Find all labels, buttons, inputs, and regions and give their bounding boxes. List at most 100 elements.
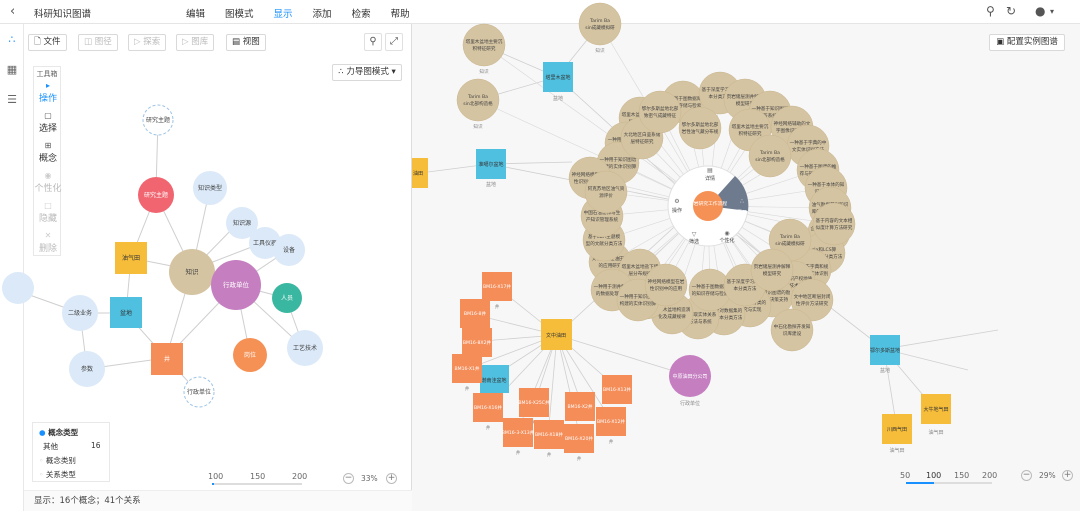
force-layout-dropdown[interactable]: ∴ 力导图模式 ▾ xyxy=(332,64,402,81)
menu-graph-mode[interactable]: 图模式 xyxy=(225,9,254,20)
view-button[interactable]: ▤ 视图 xyxy=(226,34,266,51)
node-business[interactable]: 二级业务 xyxy=(62,295,98,331)
node-well[interactable]: 井 xyxy=(151,343,183,375)
node-partial-left[interactable] xyxy=(2,272,34,304)
node-sichuan-basin[interactable]: 渤南洼盆地 xyxy=(480,365,509,393)
concept-icon: ⊞ xyxy=(44,141,52,150)
node-research-topic-2[interactable]: 研究主题 xyxy=(138,177,174,213)
node-research-topic[interactable]: 研究主题 xyxy=(142,104,174,136)
tool-select[interactable]: ▢选择 xyxy=(34,111,62,134)
well-node[interactable]: BM16-8X2井井 xyxy=(462,328,492,366)
context-item-personalize[interactable]: ◉个性化 xyxy=(719,230,734,244)
right-zoom-out-button[interactable]: − xyxy=(1021,470,1032,481)
right-zoom-in-button[interactable]: + xyxy=(1062,470,1073,481)
left-zoom-in-button[interactable]: + xyxy=(386,473,397,484)
node-tech[interactable]: 工艺技术 xyxy=(287,330,323,366)
node-param[interactable]: 参数 xyxy=(69,351,105,387)
file-button[interactable]: 🗋 文件 xyxy=(28,34,67,51)
well-node[interactable]: BM16-8井井 xyxy=(460,299,490,337)
chevron-down-icon[interactable]: ▾ xyxy=(1050,7,1055,16)
tool-hide[interactable]: □隐藏 xyxy=(34,201,62,224)
node-org[interactable]: 行政单位 xyxy=(211,260,261,310)
legend-row-relation-type[interactable]: ◦ 关系类型 xyxy=(39,469,76,480)
context-item-expand[interactable]: ∴展开 xyxy=(737,198,747,216)
node-basin[interactable]: 盆地 xyxy=(110,297,142,328)
tool-personalize[interactable]: ◉个性化 xyxy=(34,171,62,194)
knowledge-node-label-2: 型的文献分类方法 xyxy=(586,240,623,247)
node-knowledge-source[interactable]: 知识源 xyxy=(226,207,258,239)
tool-operate[interactable]: ▸操作 xyxy=(34,81,62,104)
context-item-details[interactable]: ▤详情 xyxy=(705,167,715,182)
left-scale-slider[interactable] xyxy=(212,483,302,485)
node-oilfield-small[interactable]: 油田 xyxy=(412,158,428,188)
menu-help[interactable]: 帮助 xyxy=(390,9,410,20)
menu-edit[interactable]: 编辑 xyxy=(186,9,206,20)
config-instance-graph-button[interactable]: ▣ 配置实例图谱 xyxy=(989,34,1065,51)
graph-lib-button[interactable]: ▷ 图库 xyxy=(176,34,215,51)
node-knowledge[interactable]: 知识 xyxy=(169,249,215,295)
analysis-nav-icon[interactable]: ☰ xyxy=(7,93,17,106)
tool-delete[interactable]: ✕删除 xyxy=(34,231,62,254)
back-icon[interactable]: ‹ xyxy=(10,4,16,19)
tool-concept[interactable]: ⊞概念 xyxy=(34,141,62,164)
well-node-label: BM16-8X2井 xyxy=(463,339,492,346)
legend-row-concept-category[interactable]: ◦ 概念类别 xyxy=(39,455,76,466)
graph-nav-icon[interactable]: ∴ xyxy=(8,33,16,46)
user-avatar-icon[interactable]: ● xyxy=(1035,4,1046,18)
left-zoom-out-button[interactable]: − xyxy=(343,473,354,484)
node-knowledge-type[interactable]: 知识类型 xyxy=(193,171,227,205)
right-scale-50: 50 xyxy=(900,471,911,480)
search-icon[interactable]: ⚲ xyxy=(986,4,995,18)
menu-display[interactable]: 显示 xyxy=(273,9,293,20)
context-item-filter[interactable]: ▽筛选 xyxy=(689,231,699,245)
right-scale-slider[interactable] xyxy=(906,482,992,484)
table-nav-icon[interactable]: ▦ xyxy=(6,63,18,76)
left-scale-200: 200 xyxy=(292,472,308,481)
node-wenzhong-field[interactable]: 文中油田 xyxy=(541,319,572,350)
menu-add[interactable]: 添加 xyxy=(312,9,332,20)
path-button[interactable]: ◫ 图径 xyxy=(78,34,118,51)
node-instrument[interactable]: 工具仪器 xyxy=(249,227,281,259)
node-person[interactable]: 人员 xyxy=(272,283,302,313)
context-center-node[interactable] xyxy=(693,191,723,221)
node-oilgas-field[interactable]: 油气田 xyxy=(115,242,147,274)
node-org-2[interactable]: 行政单位 xyxy=(183,376,215,408)
explore-button[interactable]: ▷ 探索 xyxy=(128,34,167,51)
context-item-operate[interactable]: ⚙操作 xyxy=(672,198,682,214)
fit-screen-icon[interactable]: ⤢ xyxy=(385,33,403,51)
menu-search[interactable]: 检索 xyxy=(351,9,371,20)
search-icon[interactable]: ⚲ xyxy=(364,33,382,51)
left-scale-150: 150 xyxy=(250,472,266,481)
refresh-icon[interactable]: ↻ xyxy=(1006,4,1017,18)
legend-row-other[interactable]: 其他 xyxy=(43,441,58,452)
node-position[interactable]: 岗位 xyxy=(233,338,267,372)
node-equipment[interactable]: 设备 xyxy=(273,234,305,266)
